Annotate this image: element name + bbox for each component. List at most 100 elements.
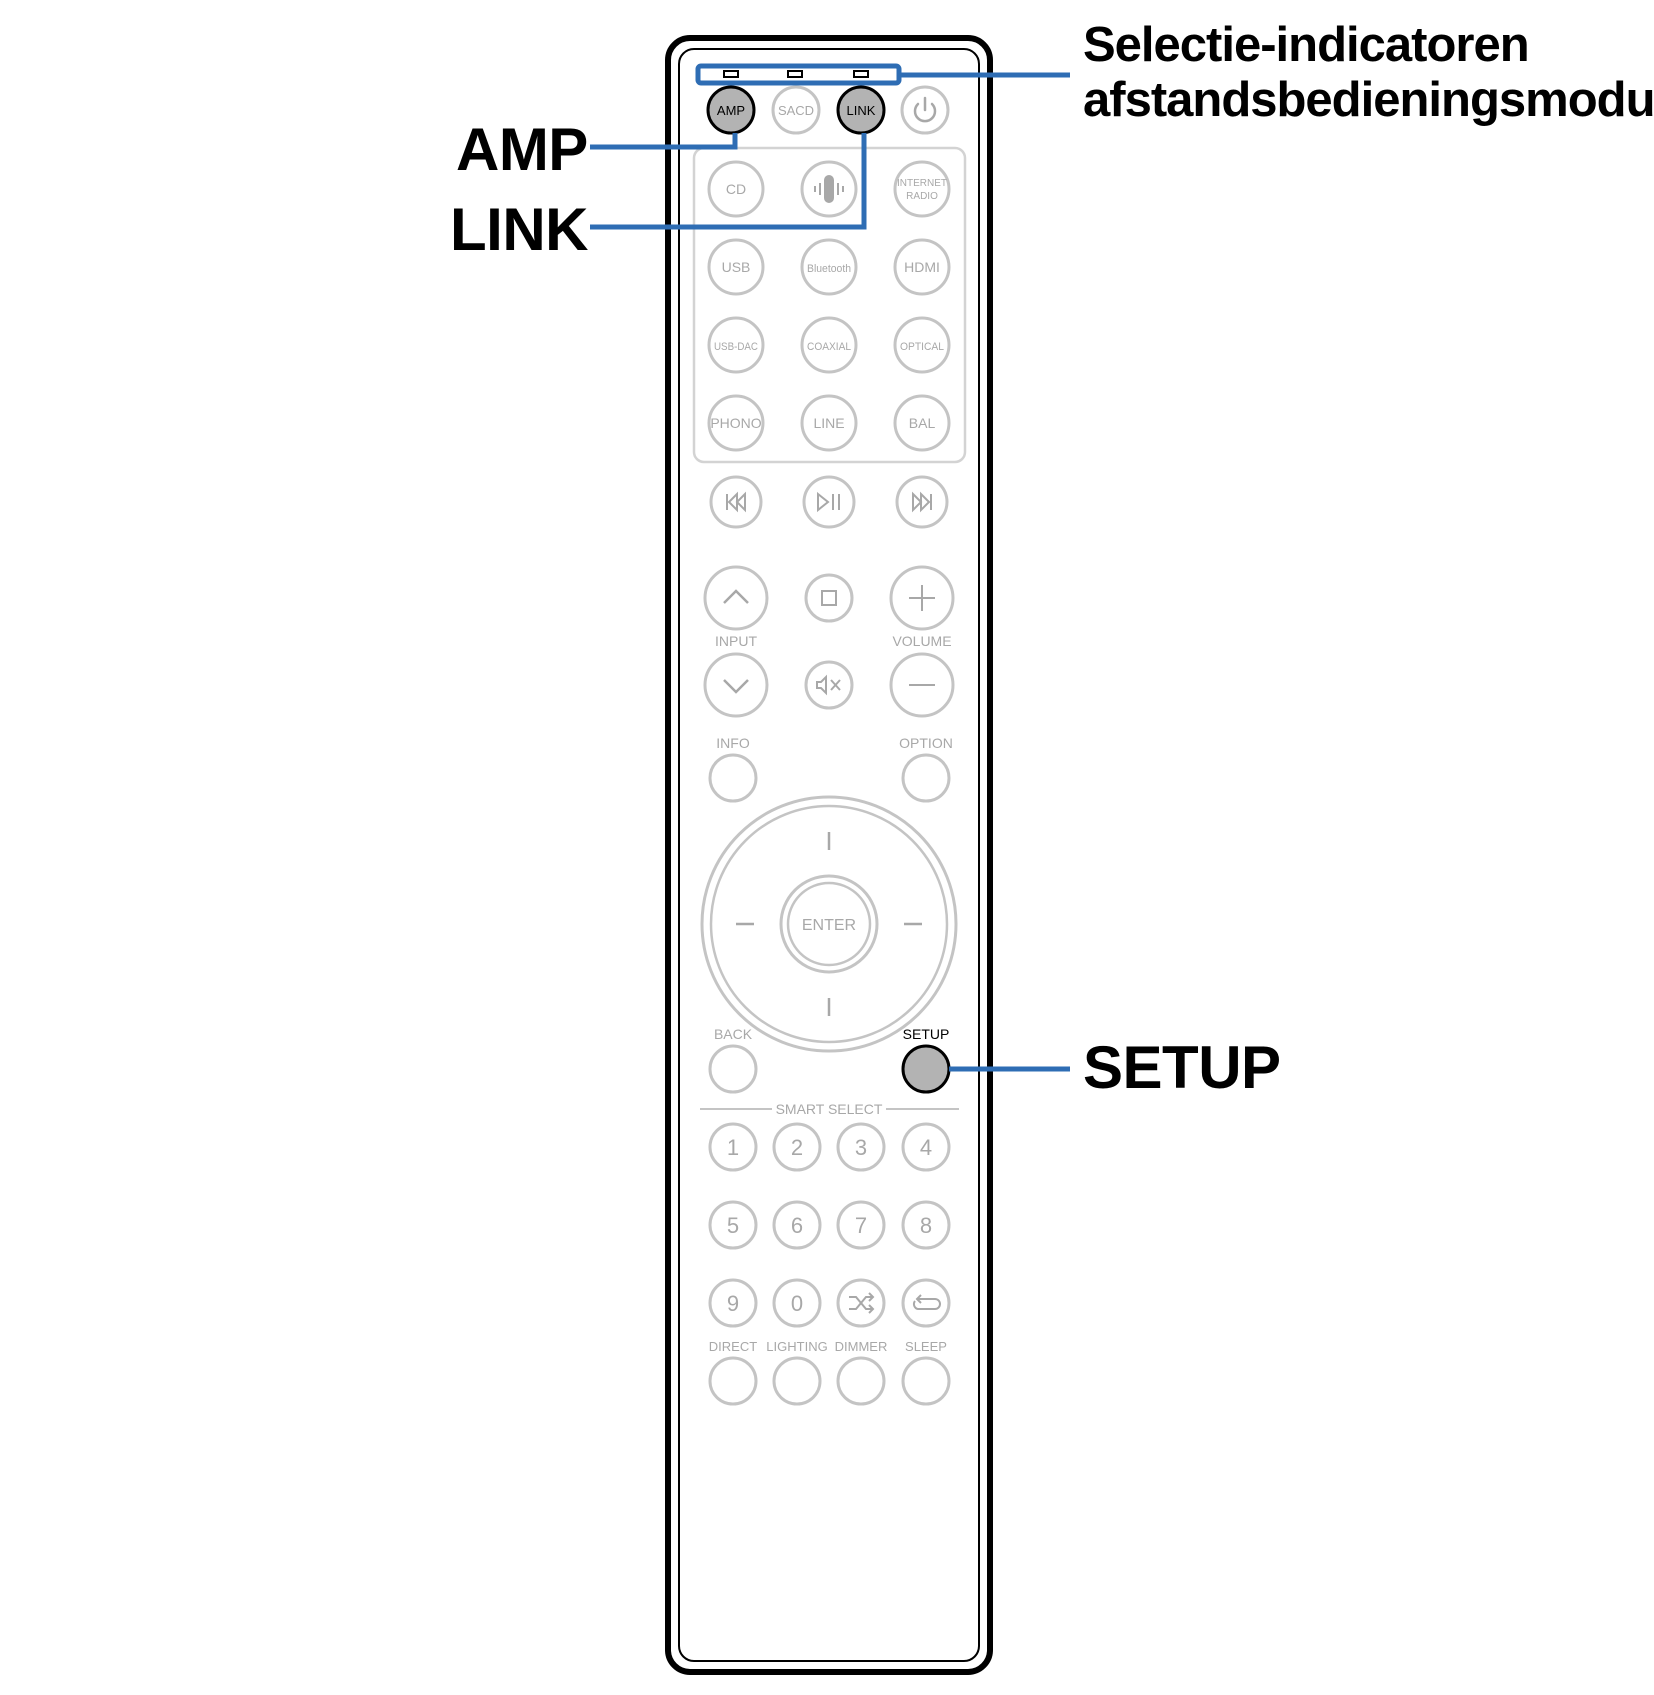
phono-button-label: PHONO bbox=[710, 415, 761, 431]
number-button-label: 9 bbox=[727, 1291, 739, 1316]
sleep-label: SLEEP bbox=[905, 1339, 947, 1354]
usb-button[interactable]: USB bbox=[707, 238, 765, 296]
direct-label: DIRECT bbox=[709, 1339, 757, 1354]
amp-button-label: AMP bbox=[717, 103, 745, 118]
usb-dac-button-label: USB-DAC bbox=[714, 341, 758, 353]
line-button[interactable]: LINE bbox=[800, 394, 858, 452]
enter-label: ENTER bbox=[802, 917, 856, 934]
stop-icon bbox=[821, 590, 837, 606]
optical-button-label: OPTICAL bbox=[900, 341, 944, 353]
chevron-up-icon bbox=[723, 589, 749, 604]
play-pause-button[interactable] bbox=[802, 475, 856, 529]
hdmi-button[interactable]: HDMI bbox=[893, 238, 951, 296]
number-button-label: 2 bbox=[791, 1135, 803, 1160]
previous-button[interactable] bbox=[709, 475, 763, 529]
bal-button-label: BAL bbox=[909, 415, 936, 431]
number-button-3[interactable]: 3 bbox=[836, 1122, 886, 1172]
lighting-button[interactable] bbox=[772, 1356, 822, 1406]
info-button[interactable] bbox=[708, 753, 758, 803]
chevron-down-icon bbox=[723, 679, 749, 694]
amp-callout-line bbox=[590, 133, 738, 150]
cd-button-label: CD bbox=[726, 181, 746, 197]
number-button-5[interactable]: 5 bbox=[708, 1200, 758, 1250]
usb-button-label: USB bbox=[722, 259, 751, 275]
indicators-callout-line1: Selectie-indicatoren bbox=[1083, 18, 1530, 72]
input-down-button[interactable] bbox=[703, 652, 769, 718]
volume-up-button[interactable] bbox=[889, 565, 955, 631]
number-buttons: 1 2 3 4 5 6 7 8 9 0 bbox=[708, 1122, 951, 1328]
amp-callout: AMP bbox=[456, 116, 588, 183]
number-button-label: 1 bbox=[727, 1135, 739, 1160]
input-label: INPUT bbox=[715, 633, 757, 649]
mute-button[interactable] bbox=[804, 660, 854, 710]
power-button[interactable] bbox=[900, 85, 950, 135]
number-button-label: 0 bbox=[791, 1291, 803, 1316]
heos-button[interactable] bbox=[800, 160, 858, 218]
indicators-callout-line2: afstandsbedieningsmodus bbox=[1083, 73, 1654, 127]
direct-button[interactable] bbox=[708, 1356, 758, 1406]
stop-button[interactable] bbox=[804, 573, 854, 623]
amp-button[interactable]: AMP bbox=[706, 85, 756, 135]
number-button-1[interactable]: 1 bbox=[708, 1122, 758, 1172]
back-button[interactable] bbox=[708, 1044, 758, 1094]
plus-icon bbox=[909, 585, 935, 611]
line-button-label: LINE bbox=[813, 415, 844, 431]
sleep-button[interactable] bbox=[901, 1356, 951, 1406]
back-label: BACK bbox=[714, 1026, 753, 1042]
internet-radio-button-label: INTERNET bbox=[897, 178, 947, 189]
link-button[interactable]: LINK bbox=[836, 85, 886, 135]
setup-callout: SETUP bbox=[1083, 1034, 1281, 1101]
power-icon bbox=[913, 96, 937, 123]
link-button-label: LINK bbox=[847, 103, 876, 118]
volume-down-button[interactable] bbox=[889, 652, 955, 718]
enter-button[interactable]: ENTER bbox=[779, 874, 879, 974]
coaxial-button[interactable]: COAXIAL bbox=[800, 316, 858, 374]
remote-body-inner bbox=[678, 48, 980, 1662]
number-button-label: 8 bbox=[920, 1213, 932, 1238]
smart-select-label: SMART SELECT bbox=[776, 1101, 883, 1117]
skip-back-icon bbox=[726, 491, 746, 513]
random-button[interactable] bbox=[836, 1278, 886, 1328]
repeat-button[interactable] bbox=[901, 1278, 951, 1328]
play-pause-icon bbox=[817, 491, 840, 513]
hdmi-button-label: HDMI bbox=[904, 259, 940, 275]
input-up-button[interactable] bbox=[703, 565, 769, 631]
usb-dac-button[interactable]: USB-DAC bbox=[707, 316, 765, 374]
internet-radio-button[interactable]: INTERNET RADIO bbox=[893, 160, 951, 218]
cd-button[interactable]: CD bbox=[707, 160, 765, 218]
number-button-9[interactable]: 9 bbox=[708, 1278, 758, 1328]
mute-icon bbox=[816, 674, 841, 696]
source-panel bbox=[692, 146, 967, 464]
repeat-icon bbox=[912, 1294, 941, 1310]
number-button-4[interactable]: 4 bbox=[901, 1122, 951, 1172]
number-button-7[interactable]: 7 bbox=[836, 1200, 886, 1250]
number-button-8[interactable]: 8 bbox=[901, 1200, 951, 1250]
sacd-button[interactable]: SACD bbox=[771, 85, 821, 135]
volume-label: VOLUME bbox=[892, 633, 951, 649]
info-label: INFO bbox=[716, 735, 750, 751]
bluetooth-button[interactable]: Bluetooth bbox=[800, 238, 858, 296]
phono-button[interactable]: PHONO bbox=[707, 394, 765, 452]
setup-button[interactable] bbox=[901, 1044, 951, 1094]
optical-button[interactable]: OPTICAL bbox=[893, 316, 951, 374]
number-button-label: 4 bbox=[920, 1135, 932, 1160]
dimmer-label: DIMMER bbox=[835, 1339, 888, 1354]
internet-radio-button-label2: RADIO bbox=[906, 191, 938, 202]
skip-forward-icon bbox=[912, 491, 932, 513]
coaxial-button-label: COAXIAL bbox=[807, 341, 851, 353]
number-button-0[interactable]: 0 bbox=[772, 1278, 822, 1328]
heos-icon bbox=[814, 175, 844, 203]
number-button-label: 6 bbox=[791, 1213, 803, 1238]
dimmer-button[interactable] bbox=[836, 1356, 886, 1406]
option-label: OPTION bbox=[899, 735, 953, 751]
next-button[interactable] bbox=[895, 475, 949, 529]
number-button-2[interactable]: 2 bbox=[772, 1122, 822, 1172]
link-indicator bbox=[853, 70, 869, 78]
option-button[interactable] bbox=[901, 753, 951, 803]
number-button-label: 5 bbox=[727, 1213, 739, 1238]
callout-lines bbox=[590, 63, 1070, 1072]
number-button-6[interactable]: 6 bbox=[772, 1200, 822, 1250]
bal-button[interactable]: BAL bbox=[893, 394, 951, 452]
